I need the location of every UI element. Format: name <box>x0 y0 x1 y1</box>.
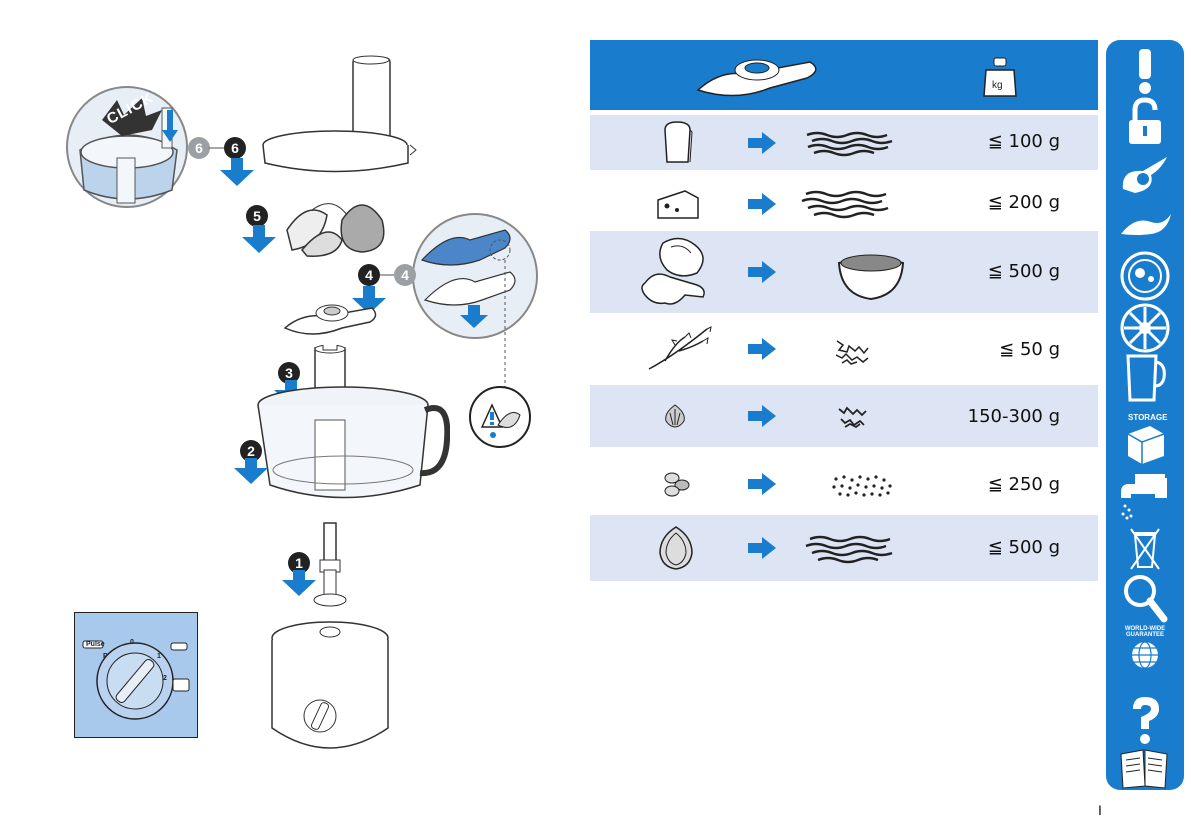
amount-bread: ≦ 100 g <box>987 131 1060 152</box>
arrow-right-icon <box>748 132 776 154</box>
step-6-arrow <box>220 158 254 186</box>
step-6-badge: 6 <box>224 137 246 159</box>
dial-p-label: P <box>103 653 108 660</box>
arrow-right-icon <box>748 338 776 360</box>
amount-garlic: 150-300 g <box>967 406 1060 427</box>
arrow-right-icon <box>748 405 776 427</box>
connector-line <box>380 274 394 276</box>
step-6-detail-badge: 6 <box>188 137 210 159</box>
step-5-badge: 5 <box>246 205 268 227</box>
table-header: kg <box>590 40 1098 110</box>
step-2-arrow <box>234 458 268 484</box>
lid-with-feed-tube <box>262 55 417 173</box>
blade-unit-icon <box>696 59 817 97</box>
unlock-icon[interactable] <box>1106 92 1184 152</box>
tap-icon[interactable] <box>1106 468 1184 528</box>
section-sidebar: STORAGE WORLD-WIDE GUARANTEE <box>1106 40 1184 790</box>
amount-onion: ≦ 500 g <box>987 537 1060 558</box>
dial-pulse-label: Pulse <box>86 641 105 648</box>
grated-cheese-icon <box>801 190 889 219</box>
page-number: I <box>1098 802 1102 818</box>
search-icon[interactable] <box>1106 568 1184 628</box>
warning-sharp-blade-icon <box>469 386 531 448</box>
cheese-icon <box>657 190 699 219</box>
dashed-connector <box>504 260 506 390</box>
table-row: 150-300 g <box>590 385 1098 447</box>
slicer-icon[interactable] <box>1106 196 1184 256</box>
speed-dial-detail: Pulse 0 1 2 P <box>74 612 198 738</box>
table-row: ≦ 100 g <box>590 115 1098 170</box>
table-row: ≦ 200 g <box>590 176 1098 231</box>
speed-dial-illustration <box>82 640 190 720</box>
meat-icon <box>641 237 705 305</box>
manual-icon[interactable] <box>1106 740 1184 796</box>
processing-quantities-table: kg ≦ 100 g ≦ 200 g <box>590 40 1098 581</box>
dial-zero-label: 0 <box>130 639 134 646</box>
amount-cheese: ≦ 200 g <box>987 192 1060 213</box>
crumbs-icon <box>806 131 893 157</box>
step-1-arrow <box>282 570 316 596</box>
step-4-badge: 4 <box>358 264 380 286</box>
disc-icon[interactable] <box>1106 246 1184 306</box>
step-4-arrow <box>352 286 386 314</box>
table-row: ≦ 500 g <box>590 231 1098 313</box>
arrow-right-icon <box>748 537 776 559</box>
blade-detail <box>412 213 538 339</box>
warning-icon[interactable] <box>1106 40 1184 100</box>
dial-two-label: 2 <box>163 675 167 682</box>
bowl-with-spindle <box>257 345 450 499</box>
amount-meat: ≦ 500 g <box>987 261 1060 282</box>
step-4-detail-badge: 4 <box>394 264 416 286</box>
table-row: ≦ 50 g <box>590 319 1098 379</box>
chopped-nuts-icon <box>832 475 892 497</box>
storage-icon[interactable]: STORAGE <box>1106 400 1184 470</box>
jug-icon[interactable] <box>1106 348 1184 408</box>
arrow-right-icon <box>748 473 776 495</box>
table-row: ≦ 250 g <box>590 453 1098 515</box>
step-1-badge: 1 <box>288 552 310 574</box>
chopped-garlic-icon <box>838 406 867 429</box>
drive-shaft <box>313 522 347 607</box>
dial-one-label: 1 <box>157 653 161 660</box>
blade-icon[interactable] <box>1106 144 1184 204</box>
weight-icon-label: kg <box>992 80 1003 91</box>
arrow-right-icon <box>748 193 776 215</box>
step-3-badge: 3 <box>278 362 300 384</box>
step-2-badge: 2 <box>240 440 262 462</box>
bread-icon <box>664 121 693 163</box>
garlic-icon <box>665 404 685 428</box>
motor-base <box>271 621 389 749</box>
nuts-icon <box>664 472 690 497</box>
emulsifying-disc-icon[interactable] <box>1106 298 1184 358</box>
connector-line <box>208 147 224 149</box>
lid-click-detail <box>66 86 188 208</box>
weight-icon <box>983 57 1017 97</box>
disposal-icon[interactable] <box>1106 518 1184 578</box>
guarantee-label: WORLD-WIDE GUARANTEE <box>1124 626 1166 638</box>
question-icon[interactable] <box>1106 690 1184 750</box>
minced-meat-bowl-icon <box>837 254 905 301</box>
chopped-herbs-icon <box>835 340 869 365</box>
step-5-arrow <box>242 225 276 253</box>
herbs-icon <box>648 326 712 370</box>
chopped-onion-icon <box>805 535 893 564</box>
worldwide-guarantee-icon[interactable]: WORLD-WIDE GUARANTEE <box>1106 622 1184 688</box>
amount-herbs: ≦ 50 g <box>999 339 1060 360</box>
amount-nuts: ≦ 250 g <box>987 474 1060 495</box>
onion-icon <box>659 526 693 570</box>
arrow-right-icon <box>748 261 776 283</box>
onion-pieces <box>286 203 385 257</box>
storage-label: STORAGE <box>1128 413 1168 422</box>
table-row: ≦ 500 g <box>590 515 1098 581</box>
blade-unit <box>283 304 377 335</box>
